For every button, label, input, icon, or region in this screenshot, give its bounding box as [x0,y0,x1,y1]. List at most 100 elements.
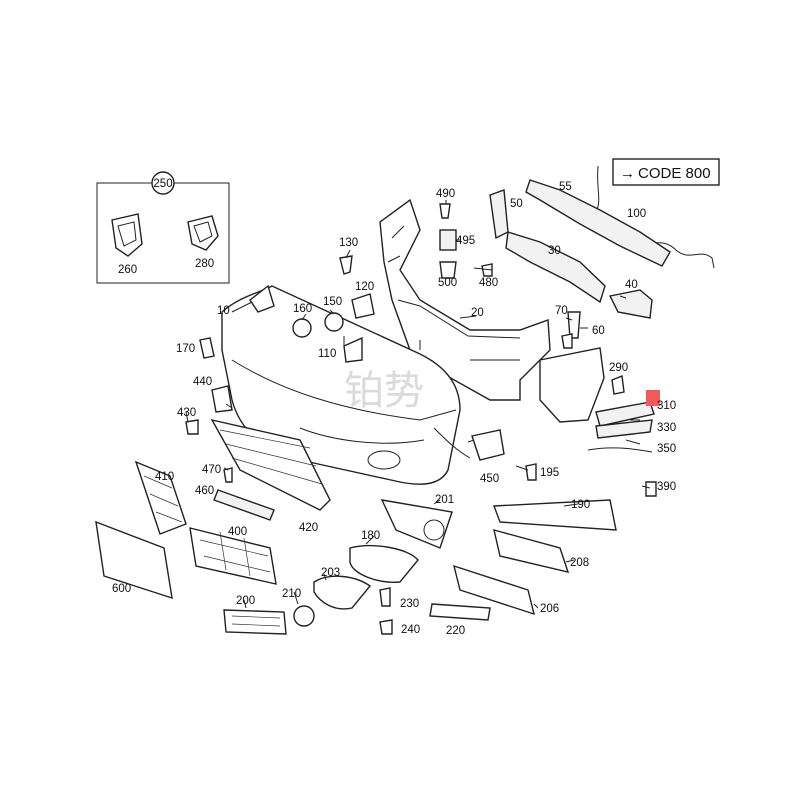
part-470 [223,467,233,483]
part-20-carrier [379,198,551,401]
callout-110: 110 [318,348,336,360]
part-180 [349,545,419,583]
part-350 [587,447,653,453]
part-200 [223,609,287,635]
callout-390: 390 [657,481,676,493]
callout-180: 180 [361,530,380,542]
callout-30: 30 [548,245,561,257]
part-420 [210,418,331,511]
callout-206: 206 [540,603,559,615]
callout-290: 290 [609,362,628,374]
callout-201: 201 [435,494,454,506]
part-390 [645,481,657,497]
callout-40: 40 [625,279,638,291]
part-600 [95,520,173,600]
callout-55: 55 [559,181,572,193]
callout-430: 430 [177,407,196,419]
part-440 [211,385,233,413]
callout-350: 350 [657,443,676,455]
callout-400: 400 [228,526,247,538]
callout-460: 460 [195,485,214,497]
highlight-310 [646,390,660,406]
part-206 [453,564,535,616]
part-260 [111,213,143,257]
callout-10: 10 [217,305,230,317]
callout-20: 20 [471,307,484,319]
part-40 [608,289,653,319]
part-450 [471,429,505,461]
part-150 [324,312,344,332]
part-430 [185,419,199,435]
callout-240: 240 [401,624,420,636]
part-190 [493,499,617,531]
part-240 [379,619,393,635]
part-460 [213,489,275,521]
code-label: CODE 800 [638,165,711,182]
callout-210: 210 [282,588,301,600]
part-120 [351,293,375,319]
part-55 [525,179,671,267]
part-220 [429,603,491,621]
part-60 [567,311,581,339]
part-230 [379,587,391,607]
leader-lines [185,200,651,609]
part-160 [292,318,312,338]
callout-100: 100 [627,208,646,220]
part-201 [380,499,453,549]
part-490 [439,203,451,219]
callout-495: 495 [456,235,475,247]
callout-120: 120 [355,281,374,293]
callout-410: 410 [155,471,174,483]
part-495 [439,229,457,251]
callout-490: 490 [436,188,455,200]
callout-470: 470 [202,464,221,476]
part-130 [339,255,353,275]
callout-50: 50 [510,198,523,210]
callout-600: 600 [112,583,131,595]
part-210 [293,605,315,627]
part-208 [493,529,570,573]
callout-208: 208 [570,557,589,569]
side-bracket [539,347,605,423]
callout-480: 480 [479,277,498,289]
callout-330: 330 [657,422,676,434]
callout-200: 200 [236,595,255,607]
callout-labels: 10 20 30 40 50 55 60 70 100 110 120 130 … [112,181,676,637]
part-410 [134,460,187,535]
callout-190: 190 [571,499,590,511]
part-400 [189,527,277,585]
code-800-box: → CODE 800 [612,158,720,186]
callout-420: 420 [299,522,318,534]
callout-203: 203 [321,567,340,579]
callout-280: 280 [195,258,214,270]
code-arrow: → [620,165,635,182]
part-203 [313,575,372,610]
callout-440: 440 [193,376,212,388]
callout-500: 500 [438,277,457,289]
part-70 [561,333,573,349]
callout-310: 310 [657,400,676,412]
callout-220: 220 [446,625,465,637]
part-170 [199,337,215,359]
part-330 [595,419,653,439]
part-195 [525,463,537,481]
part-50 [489,189,509,240]
inset-group-250: 420 250 [96,171,230,284]
part-30 [505,231,606,304]
part-310 [595,401,655,427]
part-290 [611,375,625,395]
callout-170: 170 [176,343,195,355]
callout-70: 70 [555,305,568,317]
inset-group-label: 250 [153,178,172,190]
watermark-text: 铂势 [344,368,424,414]
callout-150: 150 [323,296,342,308]
part-480 [481,263,493,277]
callout-195: 195 [540,467,559,479]
callout-130: 130 [339,237,358,249]
part-110 [343,336,363,363]
callout-160: 160 [293,303,312,315]
callout-60: 60 [592,325,605,337]
part-500 [439,261,457,279]
callout-230: 230 [400,598,419,610]
